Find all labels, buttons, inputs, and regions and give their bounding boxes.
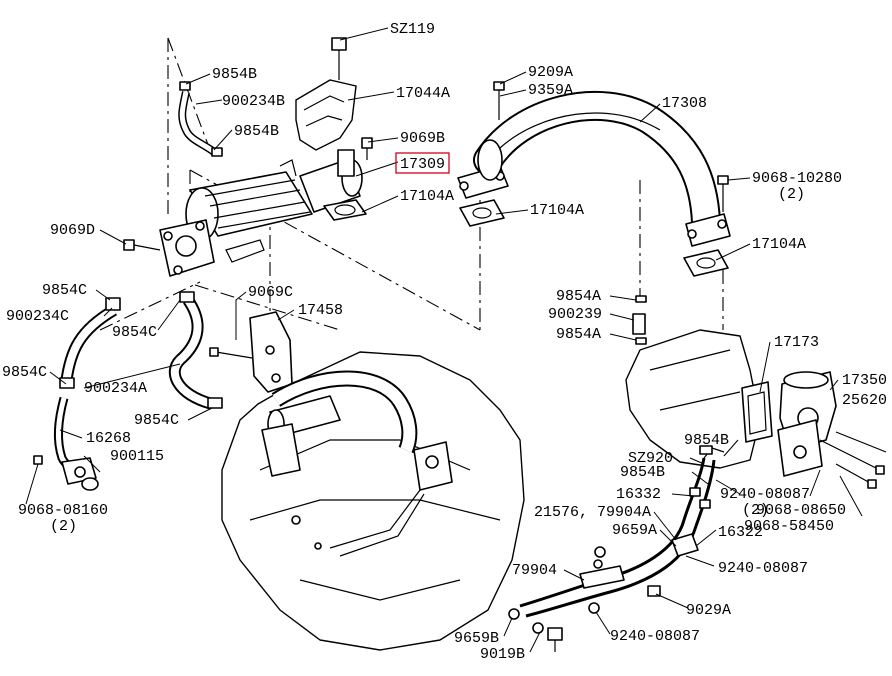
label-9019b: 9019B xyxy=(480,646,525,663)
label-9854b-right2: 9854B xyxy=(620,464,665,481)
label-16268: 16268 xyxy=(86,430,131,447)
bracket-17458 xyxy=(209,311,293,393)
label-9659a: 9659A xyxy=(612,522,657,539)
label-9068-08160: 9068-08160 xyxy=(18,502,108,519)
label-9240-08087-a-qty: (2) xyxy=(742,502,769,519)
label-9068-08650: 9068-08650 xyxy=(756,502,846,519)
label-9659b: 9659B xyxy=(454,630,499,647)
label-9854b-right: 9854B xyxy=(684,432,729,449)
label-9240-08087-b: 9240-08087 xyxy=(718,560,808,577)
label-17104a-center: 17104A xyxy=(530,202,584,219)
label-9854a-bottom: 9854A xyxy=(556,326,601,343)
label-9029a: 9029A xyxy=(686,602,731,619)
part-labels: SZ119 9854B 900234B 17044A 9854B 9069B 1… xyxy=(2,21,887,663)
label-900234c: 900234C xyxy=(6,308,69,325)
label-9854c-a: 9854C xyxy=(42,282,87,299)
label-9068-10280-qty: (2) xyxy=(778,186,805,203)
label-17308: 17308 xyxy=(662,95,707,112)
egr-cooler-assembly xyxy=(159,37,373,277)
label-9069c: 9069C xyxy=(248,284,293,301)
label-9854c-d: 9854C xyxy=(134,412,179,429)
leader-lines xyxy=(25,27,863,653)
label-9854c-c: 9854C xyxy=(2,364,47,381)
label-9209a: 9209A xyxy=(528,64,573,81)
label-sz920: SZ920 xyxy=(628,450,673,467)
engine-block xyxy=(221,351,525,651)
label-9069d: 9069D xyxy=(50,222,95,239)
label-17458: 17458 xyxy=(298,302,343,319)
label-900234a: 900234A xyxy=(84,380,147,397)
label-9854b-top: 9854B xyxy=(212,66,257,83)
label-9854c-b: 9854C xyxy=(112,324,157,341)
label-9068-10280: 9068-10280 xyxy=(752,170,842,187)
hose-900234b xyxy=(178,81,223,157)
label-17104a-right: 17104A xyxy=(752,236,806,253)
label-9240-08087-a: 9240-08087 xyxy=(720,486,810,503)
highlight-box-17309 xyxy=(395,152,450,174)
label-9068-58450: 9068-58450 xyxy=(744,518,834,535)
label-900115: 900115 xyxy=(110,448,164,465)
label-900239: 900239 xyxy=(548,306,602,323)
label-17350: 17350 xyxy=(842,372,887,389)
label-17173: 17173 xyxy=(774,334,819,351)
label-79904: 79904 xyxy=(512,562,557,579)
label-9069b: 9069B xyxy=(400,130,445,147)
egr-valve-area xyxy=(625,295,887,489)
label-25620: 25620 xyxy=(842,392,887,409)
label-sz119: SZ119 xyxy=(390,21,435,38)
heat-shield xyxy=(295,79,357,151)
label-17104a-left: 17104A xyxy=(400,188,454,205)
label-900234b: 900234B xyxy=(222,93,285,110)
water-hoses xyxy=(33,239,223,491)
label-9854a-top: 9854A xyxy=(556,288,601,305)
label-9854b-mid: 9854B xyxy=(234,123,279,140)
label-21576-79904a: 21576, 79904A xyxy=(534,504,651,521)
label-16332: 16332 xyxy=(616,486,661,503)
label-9068-08160-qty: (2) xyxy=(50,518,77,535)
vacuum-hoses xyxy=(508,445,725,652)
label-9240-08087-c: 9240-08087 xyxy=(610,628,700,645)
label-9359a: 9359A xyxy=(528,82,573,99)
bolt-sz119 xyxy=(331,37,347,51)
label-17044a: 17044A xyxy=(396,85,450,102)
label-17309: 17309 xyxy=(400,156,445,173)
label-16322: 16322 xyxy=(718,524,763,541)
